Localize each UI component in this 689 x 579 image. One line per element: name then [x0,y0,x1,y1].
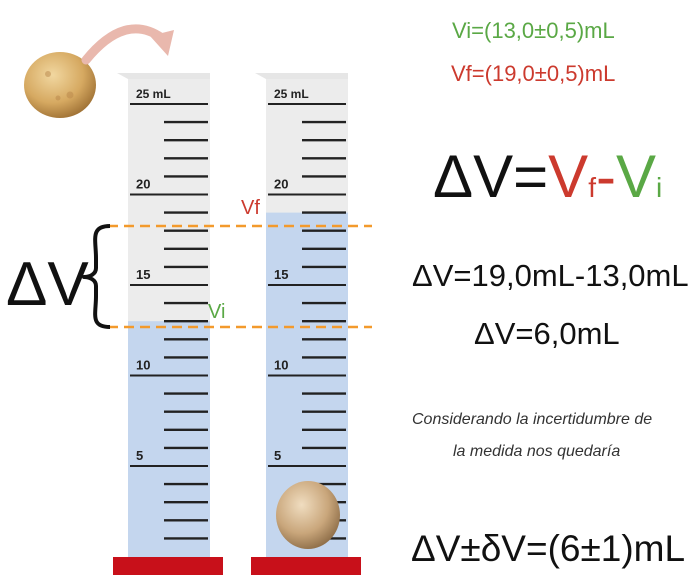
formula-vf: V [548,143,589,210]
submerged-stone-icon [276,481,340,549]
delta-formula: ΔV=Vf-Vi [433,142,662,223]
stone-icon [24,52,96,118]
right-scale-label-5: 5 [274,448,281,463]
right-cylinder-base [251,557,361,575]
delta-v-label: ΔV [6,250,89,319]
formula-equals: = [513,143,549,210]
left-scale-label-10: 10 [136,358,150,373]
right-scale-label-25: 25 mL [274,87,309,101]
left-scale-label-20: 20 [136,177,150,192]
left-scale-label-15: 15 [136,267,150,282]
calc-line-2: ΔV=6,0mL [474,316,620,351]
formula-vi: V [615,143,656,210]
formula-vi-sub: i [655,172,663,203]
left-graduated-cylinder: 25 mL 20 15 10 5 [113,73,223,575]
vf-value-text: Vf=(19,0±0,5)mL [451,61,616,86]
formula-vf-sub: f [588,172,596,203]
formula-delta-v: ΔV [433,143,514,210]
calc-line-1: ΔV=19,0mL-13,0mL [412,258,689,293]
left-scale-label-25: 25 mL [136,87,171,101]
right-graduated-cylinder: 25 mL 20 15 10 5 [251,73,361,575]
vf-label: Vf [241,197,260,219]
vi-label: Vi [208,301,225,323]
right-scale-label-20: 20 [274,177,288,192]
note-line-2: la medida nos quedaría [453,443,621,460]
delta-brace [82,224,111,329]
right-scale-label-10: 10 [274,358,288,373]
formula-minus: - [595,143,616,210]
result-text: ΔV±δV=(6±1)mL [411,528,686,569]
vi-value-text: Vi=(13,0±0,5)mL [452,18,615,43]
left-scale-label-5: 5 [136,448,143,463]
curved-arrow-icon [81,24,174,65]
left-water-column [128,321,210,557]
left-cylinder-base [113,557,223,575]
note-line-1: Considerando la incertidumbre de [412,411,653,428]
right-scale-label-15: 15 [274,267,288,282]
